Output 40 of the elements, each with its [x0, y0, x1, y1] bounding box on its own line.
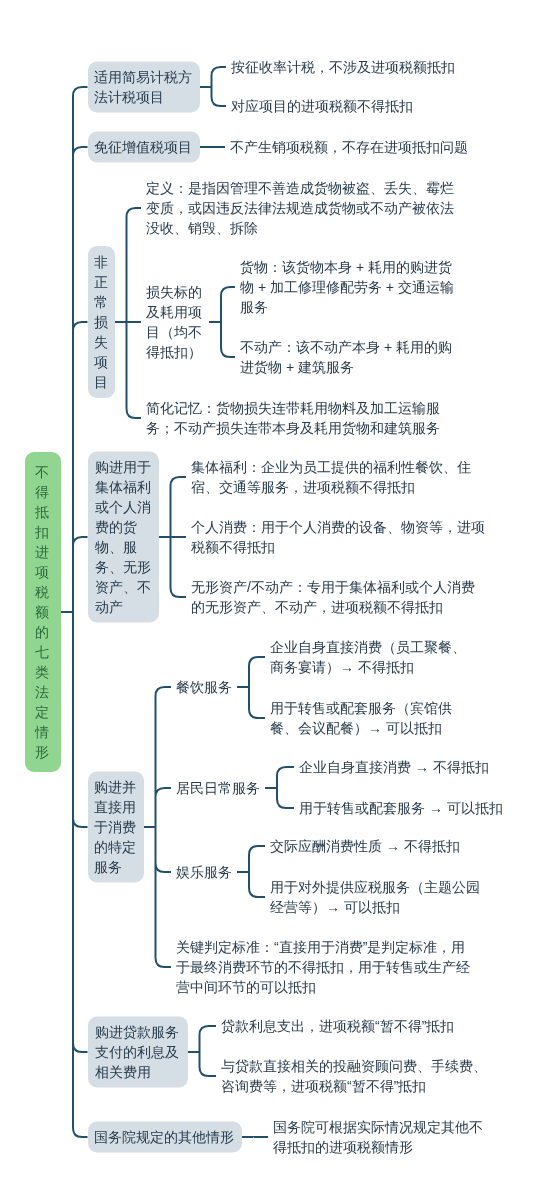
- detail-text: 用于转售或配套服务 → 可以抵扣: [294, 797, 508, 818]
- detail-text: 用于转售或配套服务（宾馆供餐、会议配餐）→ 可以抵扣: [265, 698, 475, 738]
- detail-text: 贷款利息支出，进项税额“暂不得”抵扣: [216, 1016, 460, 1036]
- subtopic-text: 居民日常服务: [171, 778, 265, 798]
- detail-text: 企业自身直接消费（员工聚餐、商务宴请）→ 不得抵扣: [265, 637, 475, 677]
- branch-box: 国务院规定的其他情形: [87, 1121, 242, 1152]
- connector-line: [157, 476, 187, 598]
- subtopic-text: 餐饮服务: [171, 677, 237, 697]
- subtopic-text: 损失标的及耗用项目（均不得抵扣）: [141, 282, 209, 362]
- branch-box: 非正常损失项目: [87, 246, 115, 398]
- branch-box: 购进用于集体福利或个人消费的货物、服务、无形资产、不动产: [87, 451, 159, 622]
- detail-text: 用于对外提供应税服务（主题公园经营等）→ 可以抵扣: [265, 877, 490, 917]
- branch-box: 购进并直接用于消费的特定服务: [87, 771, 144, 882]
- detail-text: 关键判定标准：“直接用于消费”是判定标准，用于最终消费环节的不得抵扣，用于转售或生产经营中间环节的可以抵扣: [171, 937, 477, 997]
- detail-text: 货物：该货物本身 + 耗用的购进货物 + 加工修理修配劳务 + 交通运输服务: [235, 257, 465, 317]
- detail-text: 无形资产/不动产：专用于集体福利或个人消费的无形资产、不动产，进项税额不得抵扣: [186, 576, 492, 617]
- detail-text: 不动产：该不动产本身 + 耗用的购进货物 + 建筑服务: [235, 337, 465, 377]
- detail-text: 定义：是指因管理不善造成货物被盗、丢失、霉烂变质，或因违反法律法规造成货物或不动产被依法没收、销毁、拆除: [141, 178, 466, 238]
- connector-line: [198, 146, 226, 148]
- branch-box: 适用简易计税方法计税项目: [87, 61, 200, 112]
- subtopic-text: 娱乐服务: [171, 862, 237, 882]
- detail-text: 与贷款直接相关的投融资顾问费、手续费、咨询费等，进项税额“暂不得”抵扣: [216, 1056, 496, 1096]
- detail-text: 个人消费：用于个人消费的设备、物资等，进项税额不得抵扣: [186, 517, 492, 557]
- connector-line: [142, 686, 172, 968]
- connector-line: [240, 1136, 269, 1138]
- detail-text: 不产生销项税额，不存在进项抵扣问题: [225, 136, 473, 157]
- detail-text: 企业自身直接消费 → 不得抵扣: [294, 757, 494, 777]
- branch-box: 购进贷款服务支付的利息及相关费用: [87, 1016, 188, 1087]
- detail-text: 国务院可根据实际情况规定其他不得抵扣的进项税额情形: [268, 1116, 493, 1157]
- connector-line: [60, 86, 89, 1138]
- detail-text: 集体福利：企业为员工提供的福利性餐饮、住宿、交通等服务，进项税额不得抵扣: [186, 457, 492, 497]
- connector-line: [113, 207, 142, 419]
- detail-text: 对应项目的进项税额不得抵扣: [226, 96, 418, 116]
- connector-line: [198, 66, 227, 107]
- detail-text: 简化记忆：货物损失连带耗用物料及加工运输服务；不动产损失连带本身及耗用货物和建筑服务: [141, 398, 451, 438]
- detail-text: 交际应酬消费性质 → 不得抵扣: [265, 836, 465, 856]
- topic-box: 不得抵扣进项税额的七类法定情形: [25, 451, 61, 772]
- detail-text: 按征收率计税，不涉及进项税额抵扣: [226, 57, 460, 77]
- connector-line: [186, 1025, 217, 1077]
- branch-box: 免征增值税项目: [87, 131, 200, 162]
